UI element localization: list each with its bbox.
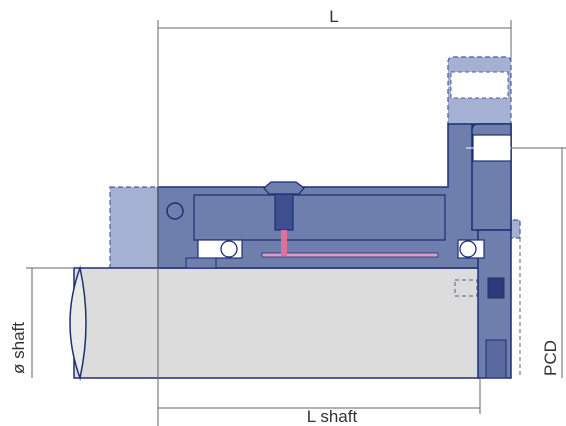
label-overall-length: L <box>329 7 338 26</box>
seal-ring-detail <box>487 277 505 299</box>
inner-channel <box>193 194 446 241</box>
bearing-left <box>185 239 243 269</box>
shaft <box>69 265 481 381</box>
shaft-cut-end <box>69 265 87 381</box>
label-pcd: PCD <box>541 340 560 376</box>
bearing-right <box>457 239 485 259</box>
dimensions <box>26 20 566 426</box>
ghost-seal-detail <box>454 279 478 297</box>
ghost-left-gland <box>109 186 159 269</box>
shaft-body <box>73 267 481 379</box>
housing <box>157 71 520 379</box>
vent-hole <box>166 202 184 220</box>
label-shaft-diameter: ø shaft <box>9 322 28 374</box>
sleeve-lower-block <box>485 339 507 379</box>
pink-channel <box>261 252 439 258</box>
nozzle-tip <box>281 230 287 256</box>
nozzle-cap <box>263 181 305 195</box>
label-shaft-length: L shaft <box>307 407 358 426</box>
nozzle-body <box>274 193 294 231</box>
ghost-bolt-hole <box>450 71 509 99</box>
